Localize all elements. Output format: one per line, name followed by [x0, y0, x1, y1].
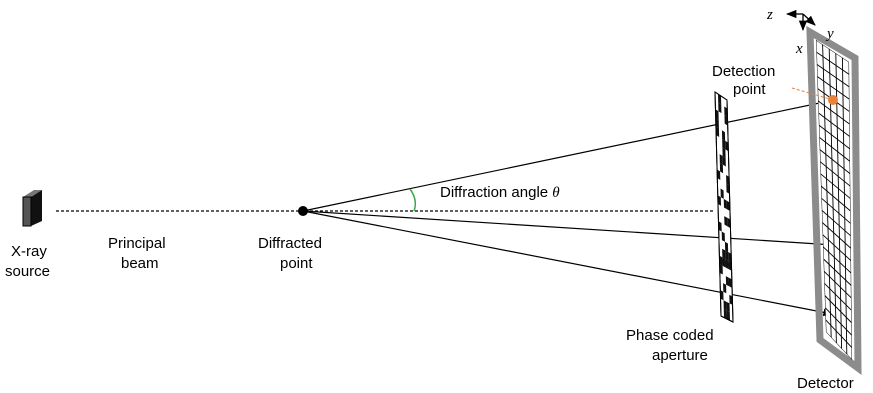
aperture-cell — [722, 156, 726, 167]
aperture-cell — [726, 301, 730, 312]
aperture-cell — [725, 250, 729, 261]
aperture-cell — [729, 294, 733, 305]
phase-coded-aperture — [714, 91, 734, 323]
aperture-cell — [727, 217, 731, 229]
aperture-cell — [724, 216, 728, 227]
aperture-cell — [721, 231, 725, 242]
aperture-cell — [724, 115, 728, 126]
aperture-cell — [715, 126, 720, 137]
detector-grid-line — [820, 185, 851, 212]
aperture-cell — [728, 260, 732, 271]
detector-grid-line — [824, 283, 852, 311]
aperture-cell — [725, 140, 729, 152]
xray-source-label-line1: X-ray — [11, 243, 47, 260]
aperture-cell — [723, 198, 727, 210]
detector-grid-line — [816, 76, 850, 100]
aperture-cell — [723, 308, 727, 319]
principal-beam-label-line1: Principal — [108, 235, 166, 252]
aperture-cell — [726, 175, 730, 186]
aperture-cell — [728, 277, 733, 288]
detector-grid-line — [819, 136, 851, 162]
aperture-cell — [720, 290, 724, 301]
axis-label-y: y — [825, 26, 834, 42]
xray-source-icon — [22, 190, 42, 227]
principal-beam-label-line2: beam — [121, 255, 159, 272]
xray-source-label-line2: source — [5, 263, 50, 280]
detector-grid-line — [821, 222, 852, 249]
aperture-cell — [718, 102, 722, 114]
aperture-cell — [728, 252, 732, 263]
aperture-cell — [726, 183, 730, 194]
aperture-cell — [725, 258, 729, 270]
detector-grid-line — [821, 197, 851, 224]
detector-grid-line — [823, 270, 852, 299]
detector-grid-line — [818, 124, 851, 150]
detector-grid-line — [820, 173, 851, 199]
detector-grid-line — [816, 51, 850, 75]
aperture-cell — [722, 138, 726, 150]
aperture-cell — [715, 117, 719, 129]
detector-grid-line — [824, 295, 852, 324]
detector-grid-line — [824, 307, 852, 336]
aperture-cell — [719, 264, 723, 275]
aperture-cell — [722, 257, 726, 268]
aperture-cell — [720, 188, 724, 199]
detector-label: Detector — [797, 375, 854, 392]
aperture-cell — [725, 276, 730, 287]
detection-point-dot — [828, 95, 838, 105]
aperture-cell — [721, 130, 726, 141]
aperture-cell — [726, 310, 730, 321]
aperture-cell — [719, 154, 723, 165]
detector-grid-line — [825, 319, 852, 348]
aperture-cell — [723, 300, 727, 311]
ray-lower — [302, 210, 833, 317]
ray-upper — [302, 98, 835, 212]
diffracted-point-dot — [298, 206, 308, 216]
aperture-cell — [719, 162, 724, 174]
aperture-cell — [719, 255, 723, 266]
theta-symbol: θ — [552, 185, 560, 201]
diffracted-point-label-line2: point — [280, 255, 313, 272]
aperture-cell — [724, 241, 729, 253]
aperture-cell — [726, 200, 730, 211]
aperture-cell — [718, 94, 722, 105]
detection-point-leader — [791, 87, 831, 100]
detector-grid-line — [819, 149, 851, 175]
detector-grid-line — [822, 234, 852, 261]
axis-label-z: z — [766, 7, 773, 23]
diffraction-angle-arc — [409, 188, 417, 212]
detector-grid-line — [816, 63, 850, 88]
aperture-cell — [717, 169, 721, 180]
coordinate-axes: z y x — [766, 7, 834, 57]
aperture-cell — [724, 106, 728, 118]
aperture-label-line2: aperture — [652, 347, 708, 364]
detection-point-label-line2: point — [733, 81, 766, 98]
axis-label-x: x — [795, 41, 803, 57]
ray-middle — [302, 210, 835, 249]
aperture-cell — [717, 195, 721, 206]
detector-grid-line — [819, 161, 851, 187]
aperture-cell — [723, 283, 727, 294]
detector-grid-line — [821, 209, 852, 237]
detector-grid-line — [823, 258, 852, 286]
aperture-cell — [722, 248, 726, 259]
detector-grid-line — [822, 246, 852, 274]
aperture-label-line1: Phase coded — [626, 327, 714, 344]
aperture-cell — [722, 147, 726, 158]
diffraction-angle-label: Diffraction angle θ — [440, 184, 560, 201]
detector-grid-line — [817, 100, 850, 125]
detector-panel — [806, 25, 862, 375]
aperture-cell — [718, 221, 722, 232]
diffracted-point-label-line1: Diffracted — [258, 235, 322, 252]
detector-grid-line — [818, 112, 851, 137]
aperture-cell — [715, 109, 719, 120]
detection-point-label-line1: Detection — [712, 63, 775, 80]
